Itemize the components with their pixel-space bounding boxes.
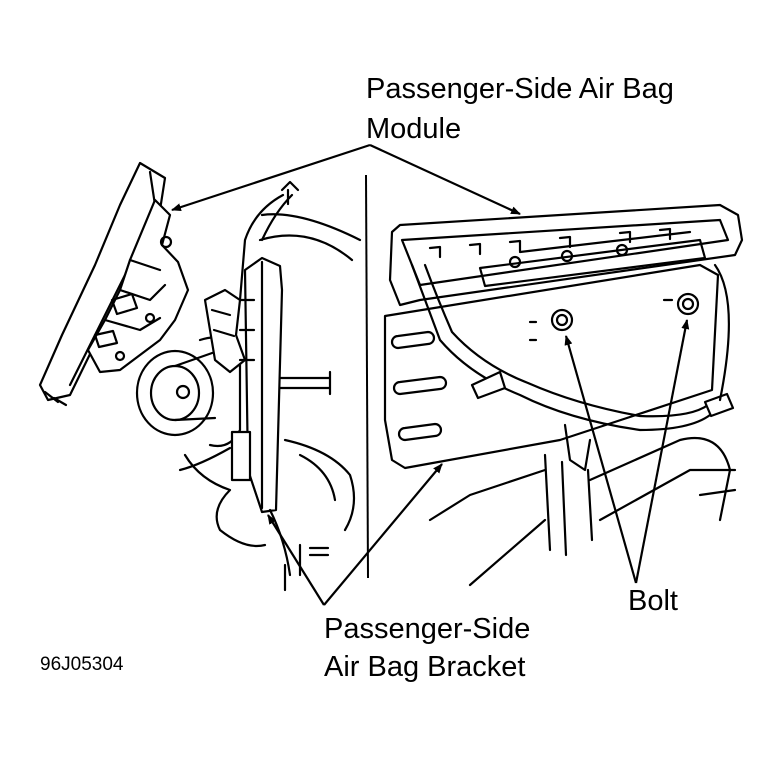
right-air-bag-module bbox=[388, 203, 744, 307]
module-arrow-right bbox=[369, 144, 521, 215]
right-wiring-harness bbox=[410, 263, 712, 432]
bolt-label: Bolt bbox=[628, 585, 678, 617]
module-arrow-left bbox=[171, 143, 371, 212]
right-side-view bbox=[383, 203, 744, 587]
view-divider bbox=[365, 174, 369, 579]
bolt-right bbox=[662, 292, 700, 316]
bracket-arrow-left bbox=[267, 514, 325, 606]
left-air-bag-module bbox=[38, 161, 247, 448]
left-air-bag-bracket bbox=[230, 256, 284, 514]
bolt-arrow-right bbox=[634, 319, 690, 584]
bracket-label-line1: Passenger-Side bbox=[324, 613, 531, 645]
figure-code: 96J05304 bbox=[40, 654, 124, 675]
left-side-view bbox=[38, 161, 362, 592]
module-label-line1: Passenger-Side Air Bag bbox=[366, 73, 674, 105]
callout-arrows bbox=[171, 143, 690, 606]
bolt-left bbox=[550, 308, 574, 332]
bracket-arrow-right bbox=[323, 463, 443, 606]
right-air-bag-bracket bbox=[383, 263, 720, 470]
bolt-arrow-left bbox=[564, 335, 638, 584]
module-label-line2: Module bbox=[366, 113, 462, 145]
bracket-label-line2: Air Bag Bracket bbox=[324, 651, 526, 683]
